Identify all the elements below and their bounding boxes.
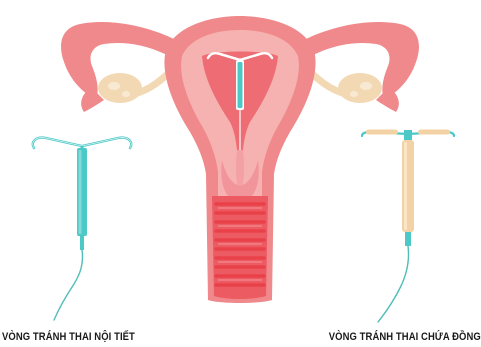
left-ovary: [98, 73, 142, 103]
cervical-canal: [236, 150, 244, 190]
copper-iud-left-sleeve: [366, 130, 398, 135]
copper-iud-stem: [402, 140, 414, 232]
right-ovary: [338, 73, 382, 103]
hormonal-iud-label: VÒNG TRÁNH THAI NỘI TIẾT: [2, 331, 135, 343]
hormonal-iud-thread: [54, 250, 83, 320]
copper-iud-right-sleeve: [418, 130, 450, 135]
hormonal-iud-device: [33, 138, 132, 320]
copper-iud-label: VÒNG TRÁNH THAI CHỨA ĐỒNG: [329, 331, 481, 343]
copper-iud-thread: [378, 246, 409, 322]
copper-iud-device: [362, 130, 454, 323]
uterus-anatomy: [61, 16, 419, 303]
